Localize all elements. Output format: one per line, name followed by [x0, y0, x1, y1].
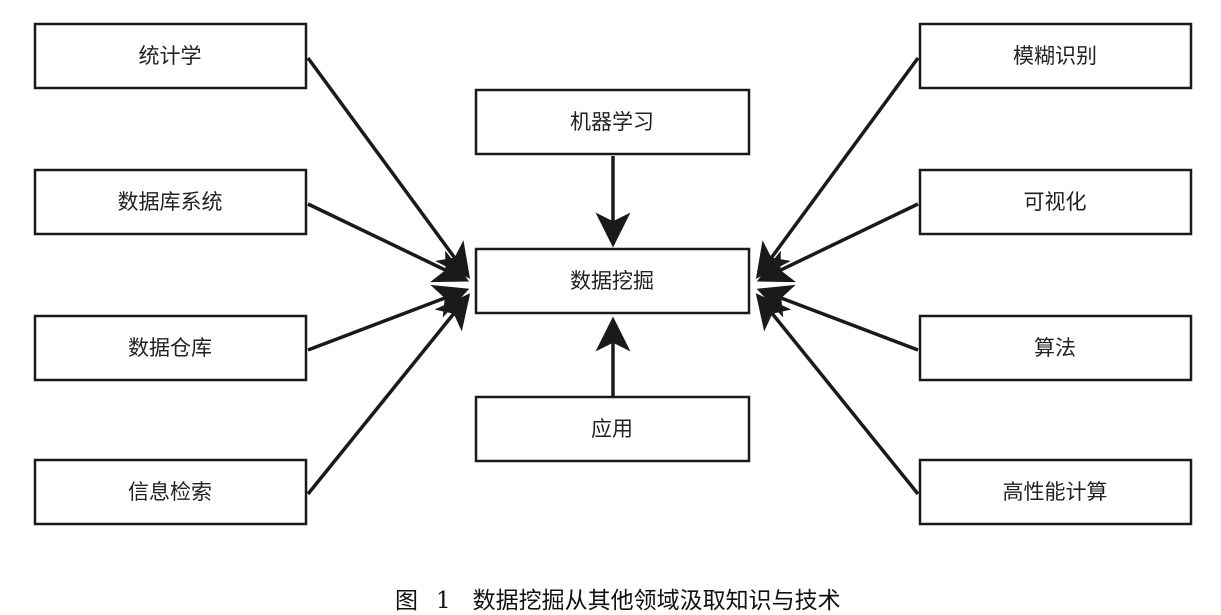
box-data-warehouse [33, 314, 308, 382]
figure-label: 图 [394, 588, 418, 614]
arrow-algorithm-to-center [756, 284, 919, 352]
arrow-retrieval-to-center [306, 293, 471, 496]
label-algorithms: 算法 [1034, 336, 1076, 360]
box-statistics [33, 22, 308, 90]
box-visualization [918, 168, 1193, 236]
box-database-systems [33, 168, 308, 236]
figure-number: 1 [435, 588, 451, 614]
arrow-hpc-to-center [755, 293, 920, 496]
box-machine-learning [474, 88, 751, 156]
label-fuzzy-recognition: 模糊识别 [1013, 44, 1097, 68]
arrow-fuzzy-to-center [755, 56, 920, 279]
label-data-warehouse: 数据仓库 [128, 336, 212, 360]
box-hpc [918, 458, 1193, 526]
diagram: 统计学 数据库系统 数据仓库 信息检索 机器学习 数据挖掘 应用 模糊识别 可视… [33, 22, 1193, 526]
arrow-warehouse-to-center [307, 284, 470, 352]
box-fuzzy-recognition [918, 22, 1193, 90]
box-application [474, 395, 751, 463]
label-database-systems: 数据库系统 [118, 190, 223, 214]
label-visualization: 可视化 [1024, 190, 1087, 214]
label-statistics: 统计学 [139, 44, 202, 68]
arrow-database-to-center [307, 202, 470, 283]
arrow-visualization-to-center [756, 202, 919, 283]
arrows [306, 56, 920, 496]
box-data-mining [474, 247, 751, 315]
label-data-mining: 数据挖掘 [570, 269, 654, 293]
label-application: 应用 [591, 417, 633, 441]
label-hpc: 高性能计算 [1003, 480, 1108, 504]
arrow-statistics-to-center [306, 56, 471, 279]
box-information-retrieval [33, 458, 308, 526]
label-machine-learning: 机器学习 [570, 110, 654, 134]
label-information-retrieval: 信息检索 [128, 480, 212, 504]
box-algorithms [918, 314, 1193, 382]
